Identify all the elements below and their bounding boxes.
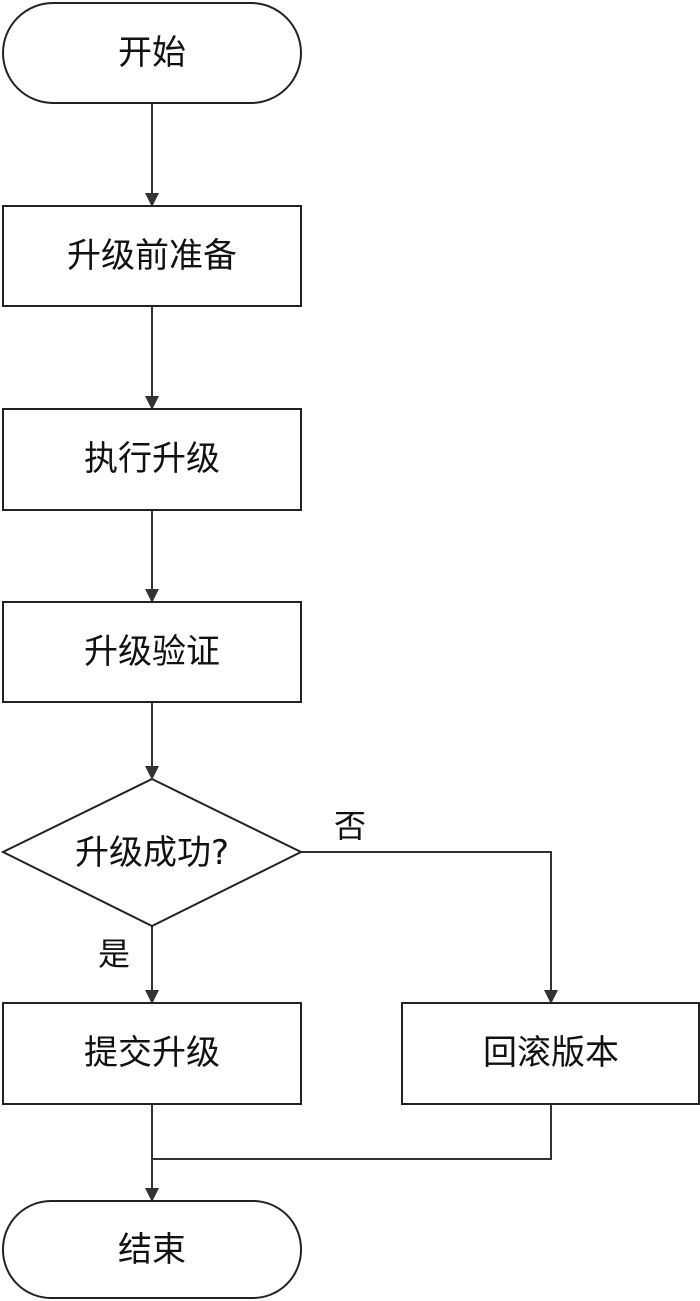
edges — [145, 103, 558, 1202]
node-end: 结束 — [2, 1200, 302, 1299]
terminal-shape — [2, 1200, 302, 1299]
decision-shape — [0, 777, 304, 928]
edge-label-yes: 是 — [98, 935, 130, 973]
node-label: 结束 — [118, 1230, 186, 1270]
terminal-shape — [2, 2, 302, 104]
node-execute: 执行升级 — [2, 408, 302, 511]
node-label: 开始 — [118, 33, 186, 73]
process-shape — [401, 1002, 700, 1105]
edge-rollback-to-end — [152, 1104, 552, 1160]
node-label: 升级验证 — [84, 632, 220, 672]
node-label: 提交升级 — [84, 1033, 220, 1073]
node-prepare: 升级前准备 — [2, 205, 302, 307]
node-label: 回滚版本 — [483, 1033, 619, 1073]
process-shape — [2, 205, 302, 307]
node-label: 升级前准备 — [67, 236, 237, 276]
process-shape — [2, 601, 302, 703]
node-verify: 升级验证 — [2, 601, 302, 703]
edge-label-no: 否 — [334, 807, 366, 845]
process-shape — [2, 1002, 302, 1105]
node-start: 开始 — [2, 2, 302, 104]
edge-decision-to-rollback — [301, 851, 558, 1004]
process-shape — [2, 408, 302, 511]
node-label: 执行升级 — [84, 439, 220, 479]
node-label: 升级成功? — [75, 833, 229, 873]
node-commit: 提交升级 — [2, 1002, 302, 1105]
node-decision: 升级成功? — [0, 777, 304, 928]
node-rollback: 回滚版本 — [401, 1002, 700, 1105]
